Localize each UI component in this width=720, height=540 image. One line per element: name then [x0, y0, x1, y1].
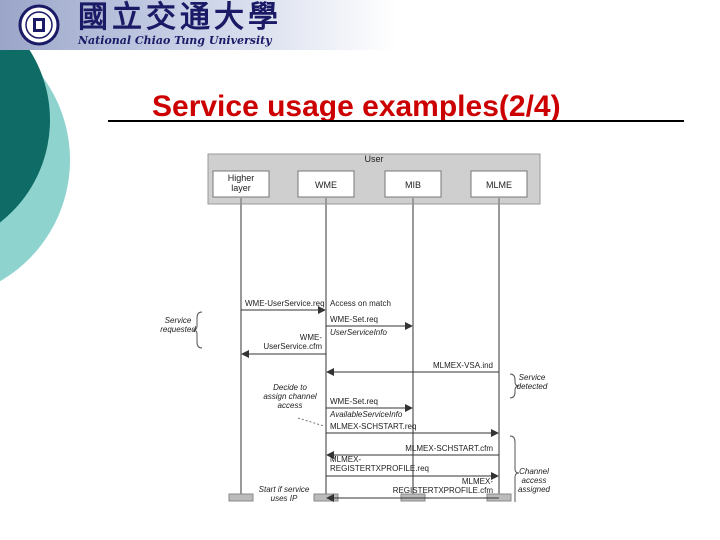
message-label: WME-UserService.cfm: [263, 333, 322, 351]
message: MLMEX-REGISTERTXPROFILE.req: [326, 455, 499, 480]
lifeline-box: [384, 170, 442, 198]
message-label: WME-Set.req: [330, 315, 378, 324]
message: WME-UserService.req: [241, 299, 326, 314]
note-pointer: [297, 417, 325, 427]
message-label: MLMEX-REGISTERTXPROFILE.cfm: [393, 477, 494, 495]
message-label: MLMEX-SCHSTART.cfm: [405, 444, 493, 453]
brace: [192, 311, 203, 349]
message-label: MLMEX-SCHSTART.req: [330, 422, 416, 431]
message: WME-Set.req: [326, 397, 413, 412]
message-label: WME-Set.req: [330, 397, 378, 406]
university-logo-icon: [18, 4, 60, 46]
lifeline-label: WME: [315, 180, 337, 190]
lifeline-box: [212, 170, 270, 198]
brace: [509, 435, 520, 502]
lifeline-end-bar: [228, 493, 254, 502]
message-label: UserServiceInfo: [330, 328, 387, 337]
title-underline: [108, 120, 684, 122]
message: MLMEX-REGISTERTXPROFILE.cfm: [326, 477, 499, 502]
lifeline-label: MIB: [405, 180, 421, 190]
lifeline-label: MLME: [486, 180, 512, 190]
message: MLMEX-VSA.ind: [326, 361, 499, 376]
frame-label: User: [364, 154, 383, 164]
school-name-english: National Chiao Tung University: [78, 34, 272, 47]
slide-title: Service usage examples(2/4): [152, 90, 561, 123]
lifeline-box: [297, 170, 355, 198]
message: AvailableServiceInfo: [329, 410, 403, 419]
message-label: WME-UserService.req: [245, 299, 325, 308]
teal-dark-circle: [0, 17, 50, 223]
message: MLMEX-SCHSTART.req: [326, 422, 499, 437]
lifeline-box: [470, 170, 528, 198]
message: MLMEX-SCHSTART.cfm: [326, 444, 499, 459]
message: WME-Set.req: [326, 315, 413, 330]
school-name-chinese: 國立交通大學: [78, 0, 282, 35]
message-label: AvailableServiceInfo: [329, 410, 403, 419]
message: UserServiceInfo: [330, 328, 387, 337]
header-banner: [0, 0, 720, 50]
message-label: MLMEX-VSA.ind: [433, 361, 493, 370]
message: WME-UserService.cfm: [241, 333, 326, 358]
message: Access on match: [330, 299, 391, 308]
message-label: MLMEX-REGISTERTXPROFILE.req: [330, 455, 429, 473]
message-label: Access on match: [330, 299, 391, 308]
brace: [509, 373, 520, 399]
